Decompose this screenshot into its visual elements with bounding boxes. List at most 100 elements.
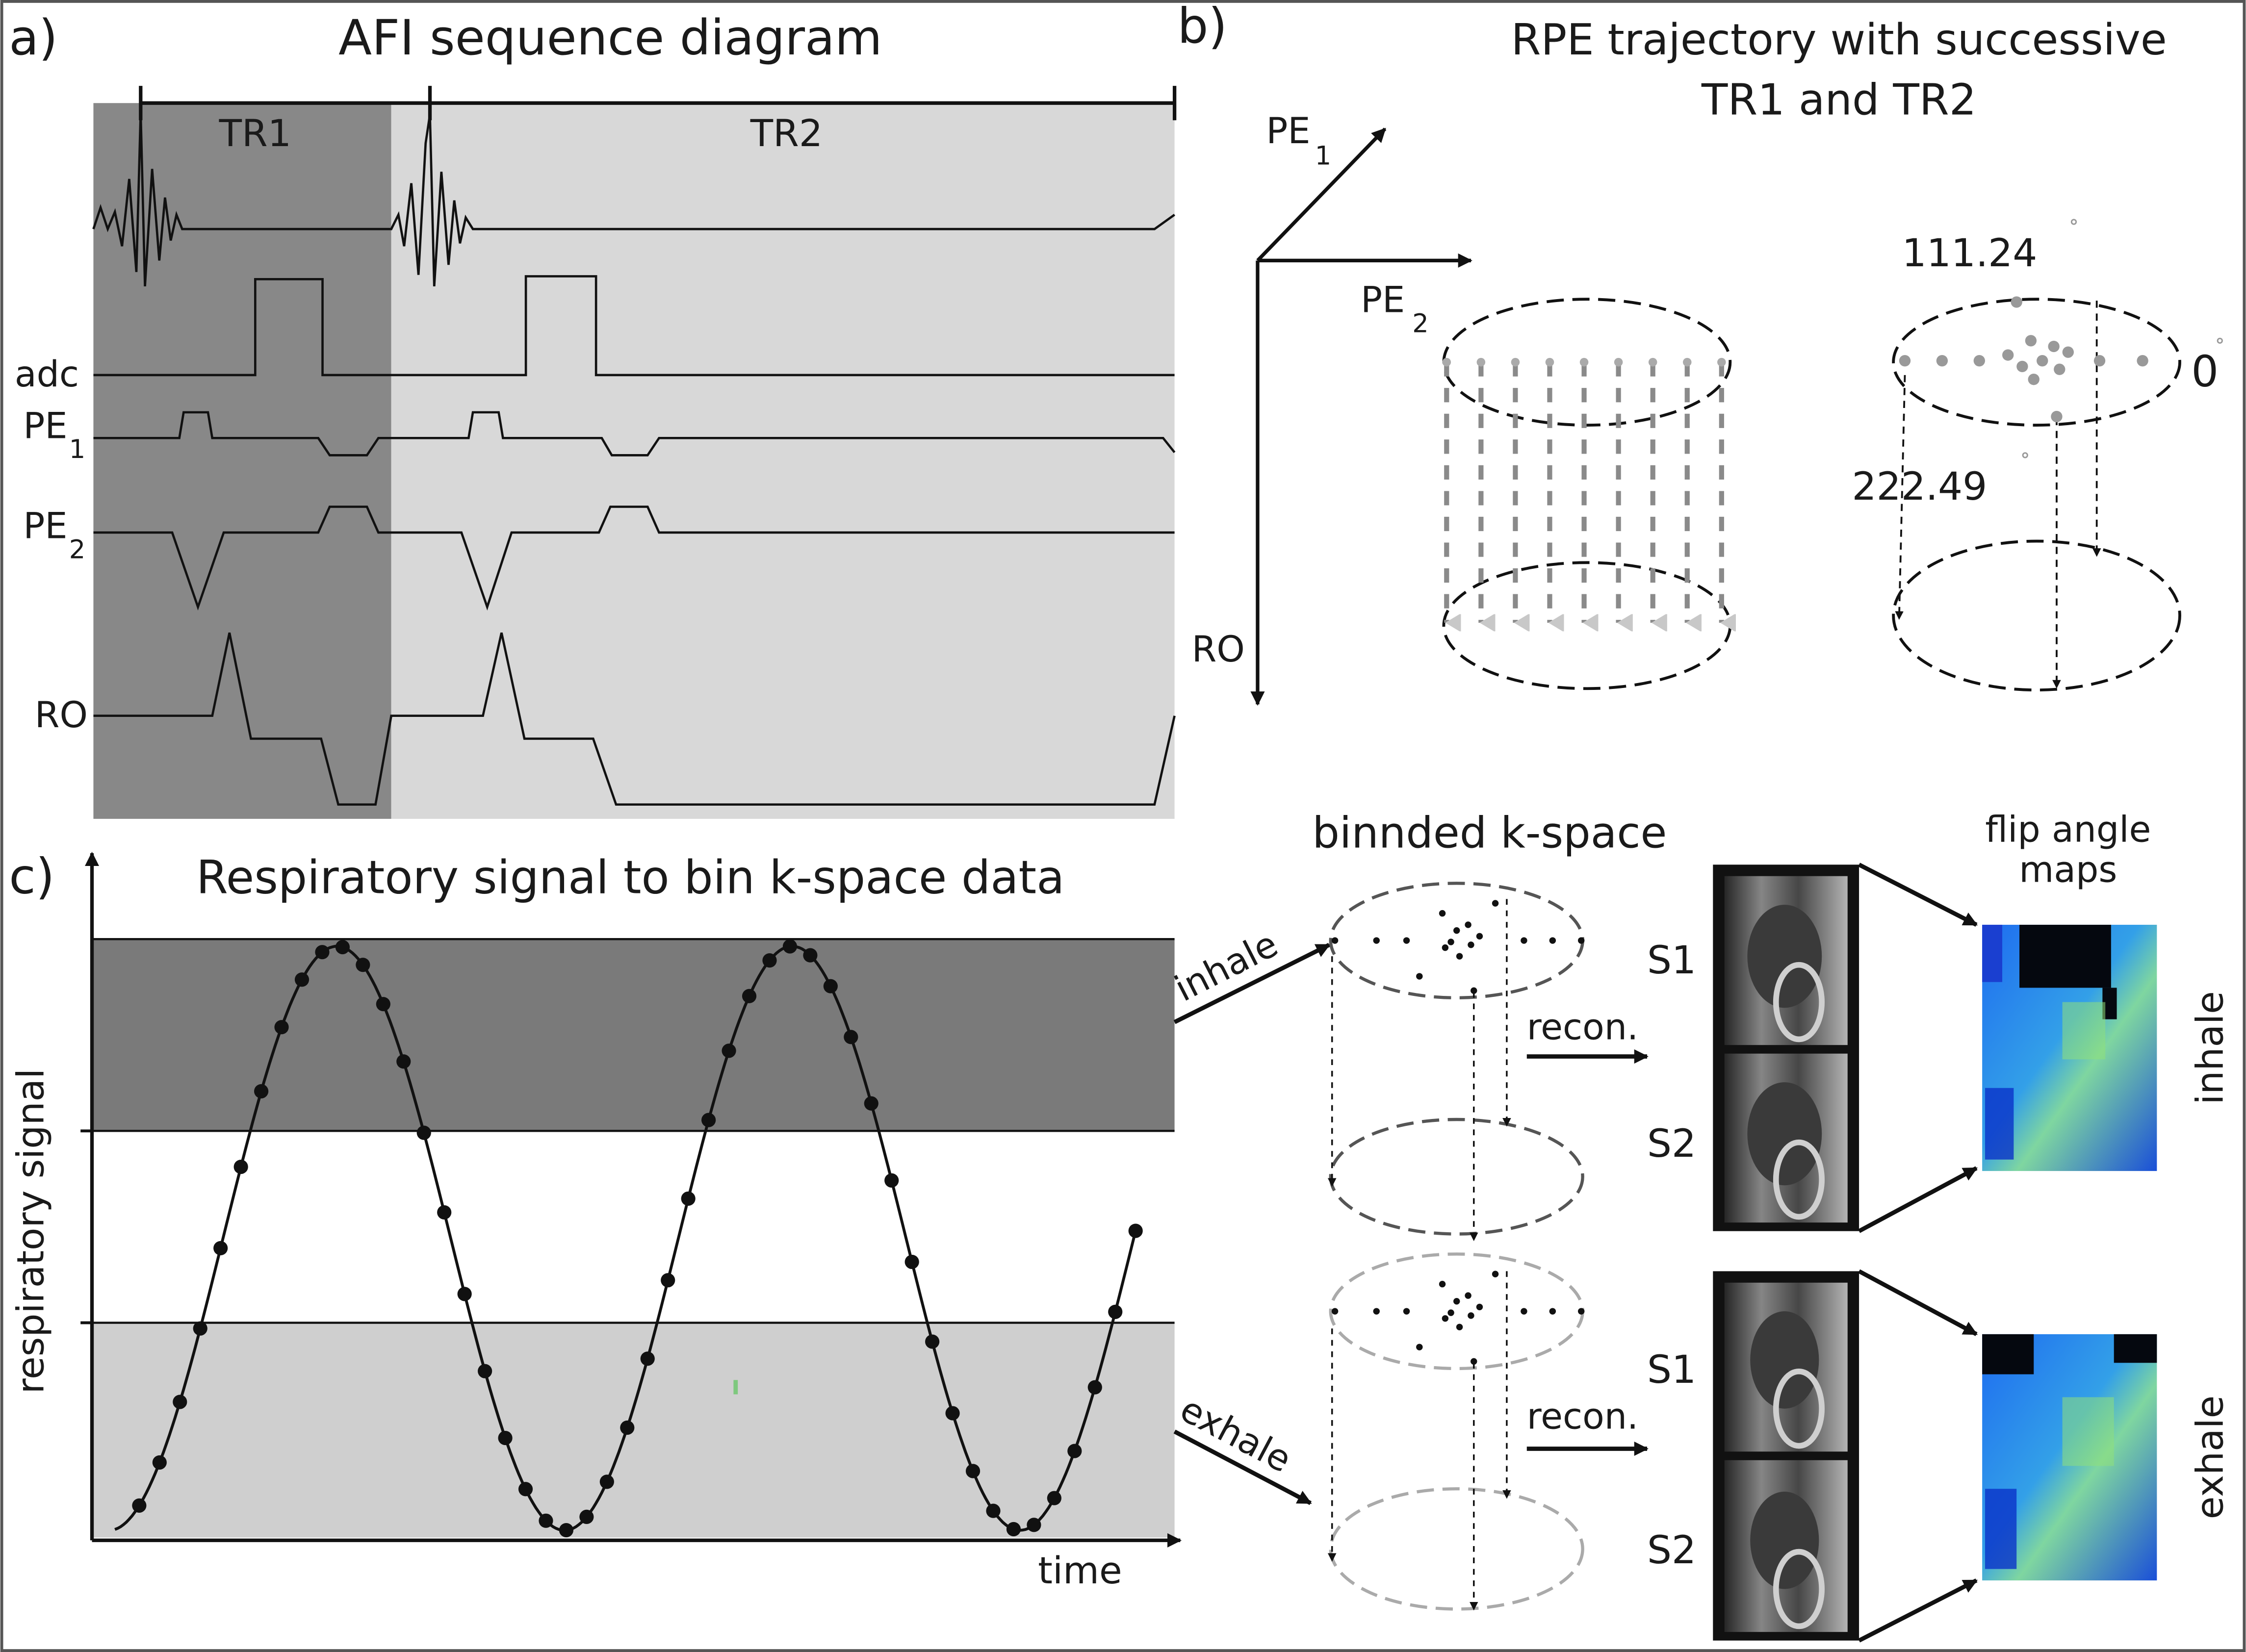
maps-title-line1: flip angle [1985, 809, 2151, 851]
respiratory-sample-point [396, 1054, 411, 1069]
exhale-arrow-label: exhale [1173, 1388, 1298, 1481]
pe1-label: PE [23, 405, 67, 447]
respiratory-sample-point [803, 948, 818, 963]
respiratory-sample-point [742, 989, 757, 1003]
y-axis-label: respiratory signal [9, 1068, 52, 1394]
respiratory-samples [132, 939, 1143, 1538]
respiratory-sample-point [1027, 1518, 1041, 1532]
respiratory-sample-point [213, 1241, 228, 1256]
exhale-arrow [1173, 1429, 1312, 1505]
panel-b-label: b) [1177, 0, 1227, 55]
panel-b-title-line2: TR1 and TR2 [1701, 75, 1977, 125]
value-222: 222.49 [1852, 464, 1987, 509]
respiratory-sample-point [173, 1395, 187, 1409]
binned-kspace: binnded k-space inhale exhale [1168, 808, 1978, 1643]
respiratory-sample-point [640, 1351, 655, 1366]
respiratory-sample-point [416, 1125, 431, 1140]
mr-image-inhale [1713, 864, 1859, 1231]
rpe-cylinder-right [1892, 219, 2223, 692]
s1-label-exhale: S1 [1647, 1347, 1696, 1392]
flip-angle-map-exhale [1982, 1334, 2157, 1581]
respiratory-sample-point [681, 1191, 696, 1206]
respiratory-sample-point [335, 940, 350, 955]
respiratory-sample-point [986, 1503, 1001, 1518]
kspace-title: binnded k-space [1312, 808, 1667, 858]
respiratory-sample-point [294, 972, 310, 987]
respiratory-sample-point [233, 1160, 248, 1174]
respiratory-sample-point [945, 1406, 960, 1421]
respiratory-sample-point [498, 1430, 513, 1446]
rpe-cylinder-left [1442, 298, 1730, 690]
pe1-axis-arrow [1256, 127, 1387, 262]
panel-a-title: AFI sequence diagram [338, 10, 882, 66]
pe2-subscript: 2 [69, 535, 85, 565]
respiratory-sample-point [823, 979, 838, 993]
respiratory-sample-point [844, 1030, 858, 1044]
respiratory-sample-point [478, 1364, 492, 1378]
rf-waveform [92, 111, 1175, 287]
respiratory-sample-point [1108, 1304, 1123, 1319]
value-zero: 0 [2191, 347, 2219, 397]
s2-label-inhale: S2 [1647, 1121, 1696, 1166]
respiratory-sample-point [1067, 1444, 1082, 1458]
respiratory-sample-point [782, 939, 798, 954]
respiratory-sample-point [762, 953, 777, 968]
pe2-label: PE [23, 506, 67, 547]
s2-label-exhale: S2 [1647, 1527, 1696, 1573]
pe1-waveform [93, 411, 1176, 457]
ro-axis-label: RO [1192, 629, 1245, 670]
respiratory-sample-point [539, 1513, 553, 1528]
respiratory-sample-point [193, 1321, 207, 1336]
respiratory-sample-point [376, 997, 390, 1012]
s1-label-inhale: S1 [1647, 938, 1696, 983]
respiratory-sample-point [864, 1096, 878, 1111]
respiratory-sample-point [457, 1287, 472, 1301]
respiratory-sample-point [1006, 1522, 1021, 1537]
flip-angle-map-inhale [1982, 924, 2157, 1171]
respiratory-sample-point [518, 1482, 533, 1497]
respiratory-sample-point [254, 1084, 269, 1099]
adc-waveform [93, 275, 1175, 377]
pe1-subscript: 1 [69, 434, 85, 464]
ro-waveform [93, 632, 1176, 806]
respiratory-sample-point [152, 1455, 167, 1470]
tr2-region [391, 103, 1175, 819]
pe2-waveform [93, 506, 1175, 611]
recon-label-inhale: recon. [1527, 1006, 1638, 1048]
pe1-axis-subscript: 1 [1315, 141, 1331, 171]
respiratory-sample-point [274, 1020, 289, 1035]
value-111: 111.24 [1902, 230, 2038, 276]
pe2-axis-label: PE [1361, 279, 1405, 321]
respiratory-sample-point [1087, 1380, 1102, 1395]
panel-a-label: a) [9, 10, 58, 66]
respiratory-sample-point [599, 1474, 614, 1489]
x-axis-label: time [1038, 1549, 1122, 1592]
map-arrow [1858, 1578, 1978, 1643]
map-inhale-label: inhale [2189, 991, 2232, 1105]
map-arrow [1858, 1166, 1978, 1233]
map-exhale-label: exhale [2189, 1396, 2232, 1520]
respiratory-sample-point [315, 945, 330, 960]
respiratory-sample-point [884, 1173, 899, 1188]
panel-b-title-line1: RPE trajectory with successive [1511, 15, 2167, 65]
respiratory-sample-point [965, 1464, 981, 1478]
mr-image-exhale [1713, 1271, 1859, 1641]
respiratory-sample-point [620, 1420, 635, 1435]
adc-label: adc [15, 354, 79, 395]
respiratory-sample-point [559, 1523, 574, 1538]
pe1-axis-label: PE [1266, 110, 1310, 152]
panel-a: a) AFI sequence diagram TR1 TR2 adc PE 1… [9, 10, 1177, 819]
panel-c: c) Respiratory signal to bin k-space dat… [9, 849, 1182, 1592]
panel-c-label: c) [9, 849, 54, 905]
map-arrow [1858, 1269, 1978, 1336]
respiratory-sample-point [925, 1334, 940, 1349]
tr2-label: TR2 [750, 112, 823, 155]
green-mark [733, 1380, 738, 1395]
ro-label: RO [35, 694, 88, 736]
inhale-band [92, 939, 1175, 1131]
respiratory-sample-point [132, 1498, 147, 1513]
respiratory-sample-point [579, 1509, 594, 1525]
respiratory-sample-point [1047, 1491, 1061, 1505]
respiratory-sample-point [701, 1113, 716, 1127]
